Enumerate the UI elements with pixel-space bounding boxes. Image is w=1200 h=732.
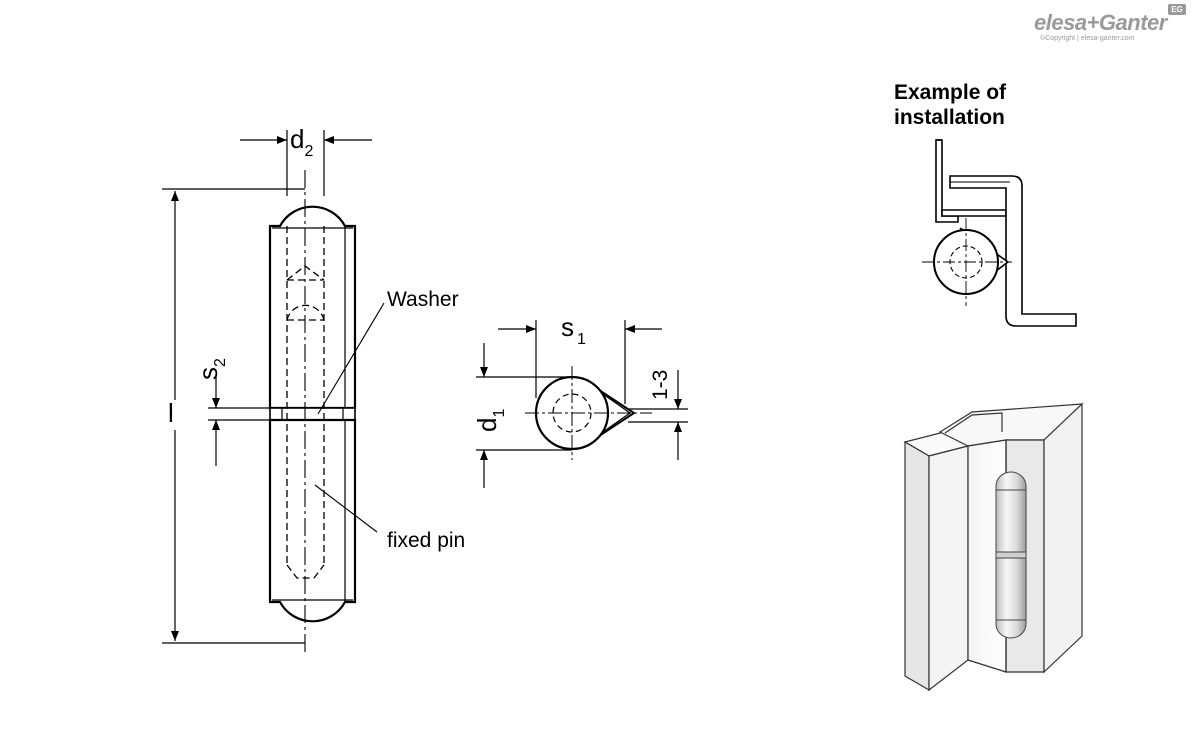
dimension-s1 xyxy=(498,320,662,404)
dimension-1-3 xyxy=(628,370,688,460)
washer-leader xyxy=(317,302,385,415)
dimension-s2 xyxy=(208,374,270,466)
washer-shape xyxy=(269,407,356,421)
label-fixed-pin: fixed pin xyxy=(387,529,466,552)
fixed-pin-leader xyxy=(314,484,378,533)
installed-hinge-3d xyxy=(995,471,1027,639)
hinge-upper-body xyxy=(268,205,357,410)
leader-lines xyxy=(314,302,385,533)
right-profile-side xyxy=(1043,402,1083,674)
label-s2: s2 xyxy=(193,358,229,380)
right-sheet xyxy=(949,175,1077,327)
installation-section-view xyxy=(922,139,1077,327)
label-d2: d2 xyxy=(290,124,314,160)
dimension-d1 xyxy=(476,343,572,488)
label-washer: Washer xyxy=(387,288,459,311)
dimension-l xyxy=(162,188,305,644)
label-l: l xyxy=(168,398,174,428)
brand-copyright: ©Copyright | elesa-ganter.com xyxy=(1040,35,1135,42)
label-1-3: 1-3 xyxy=(649,369,672,400)
hinge-front-view xyxy=(268,170,357,655)
installation-3d-view xyxy=(903,402,1084,692)
brand-logo: elesa+Ganter xyxy=(1034,10,1167,35)
brand-tag-badge: EG xyxy=(1168,4,1186,15)
hinge-top-view xyxy=(525,366,652,460)
left-profile-side xyxy=(928,445,969,692)
hinge-lower-body xyxy=(268,418,357,623)
left-profile-face xyxy=(904,440,930,692)
dimension-d2 xyxy=(240,130,372,196)
installation-heading: Example of installation xyxy=(894,81,1007,129)
label-d1: d1 xyxy=(472,408,508,432)
